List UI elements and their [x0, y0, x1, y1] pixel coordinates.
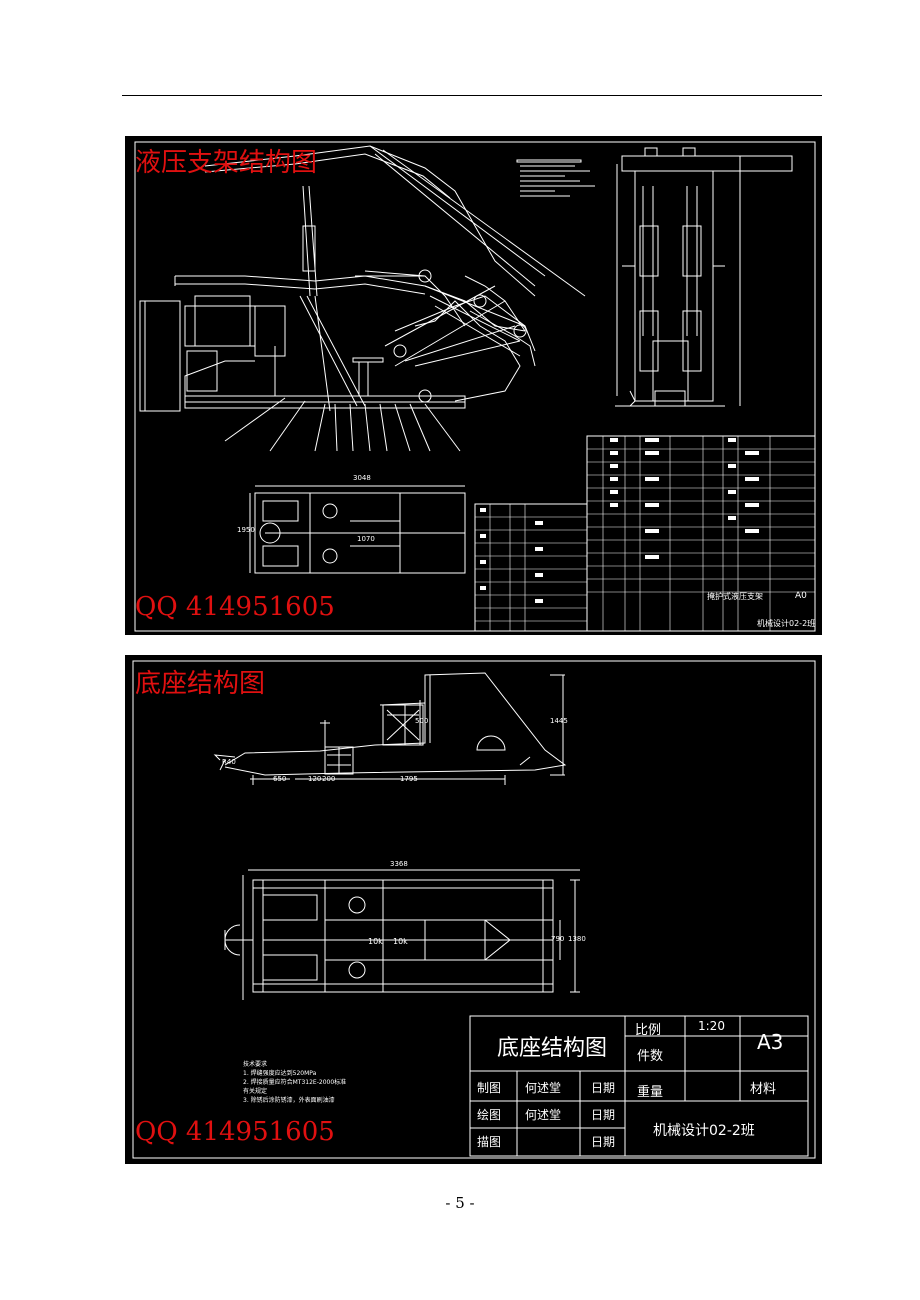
dim-center-b: 10k	[393, 937, 408, 946]
note-line: 有关规定	[243, 1088, 268, 1095]
title-watermark: 底座结构图	[135, 669, 266, 699]
dim-height-side: 1950	[237, 526, 255, 534]
technical-notes: 技术要求 1. 焊缝强度应达到520MPa 2. 焊接质量应符合MT312E-2…	[243, 1060, 373, 1105]
drawing-hydraulic-support-lines	[134, 141, 816, 632]
page-number: - 5 -	[445, 1194, 475, 1212]
titleblock-copy-label: 描图	[477, 1135, 502, 1149]
drawing-base-structure-lines	[132, 660, 816, 1159]
titleblock-drawing-name: 底座结构图	[497, 1036, 608, 1061]
titleblock-weight-label: 重量	[637, 1085, 664, 1100]
titleblock-drawn-label: 制图	[477, 1081, 502, 1095]
note-line: 技术要求	[243, 1061, 268, 1068]
titleblock-date-label-3: 日期	[591, 1135, 616, 1149]
note-line: 1. 焊缝强度应达到520MPa	[243, 1070, 317, 1077]
dim-angle: R40	[222, 758, 236, 766]
titleblock-date-label-2: 日期	[591, 1108, 616, 1122]
dim-len-b: 120	[308, 775, 322, 783]
dim-width-top: 3048	[353, 474, 371, 482]
titleblock-count-label: 件数	[637, 1049, 664, 1064]
dim-len-d: 1795	[400, 775, 418, 783]
titleblock-name: 掩护式液压支架	[707, 592, 763, 601]
titleblock-scale-value: 1:20	[698, 1019, 725, 1033]
page-header-rule	[122, 95, 822, 96]
titleblock-traced-label: 绘图	[477, 1108, 502, 1122]
dim-plan-h1: 790	[551, 935, 565, 943]
titleblock-sheet-size: A3	[757, 1030, 784, 1054]
dim-mid-label: 1070	[357, 535, 375, 543]
note-line: 2. 焊接质量应符合MT312E-2000标准	[243, 1079, 347, 1086]
drawing-hydraulic-support: 3048 1950 1070 掩护式液压支架 A0 机械设计02-2班 液压支架…	[125, 136, 822, 635]
titleblock-class: 机械设计02-2班	[757, 619, 816, 628]
title-watermark: 液压支架结构图	[135, 148, 318, 178]
titleblock-date-label-1: 日期	[591, 1081, 616, 1095]
dim-plan-h2: 1380	[568, 935, 586, 943]
titleblock-material-label: 材料	[750, 1082, 777, 1097]
titleblock-class: 机械设计02-2班	[653, 1123, 755, 1139]
dim-plan-width: 3368	[390, 860, 408, 868]
titleblock-traced-by: 何述堂	[525, 1108, 562, 1122]
dim-pillar: 500	[415, 717, 429, 725]
drawing-base-structure: 1445 500 R40 650 120 200 1795 3368 790 1…	[125, 655, 822, 1164]
dim-len-a: 650	[273, 775, 287, 783]
titleblock-sheet: A0	[795, 591, 807, 601]
dim-top-height: 1445	[550, 717, 568, 725]
qq-watermark: QQ 414951605	[135, 592, 335, 622]
qq-watermark: QQ 414951605	[135, 1117, 335, 1147]
titleblock-drawn-by: 何述堂	[525, 1081, 562, 1095]
dim-center-a: 10k	[368, 937, 383, 946]
titleblock-scale-label: 比例	[635, 1023, 662, 1038]
note-line: 3. 除锈后涂防锈漆，外表面刷油漆	[243, 1097, 335, 1104]
dim-len-c: 200	[322, 775, 336, 783]
